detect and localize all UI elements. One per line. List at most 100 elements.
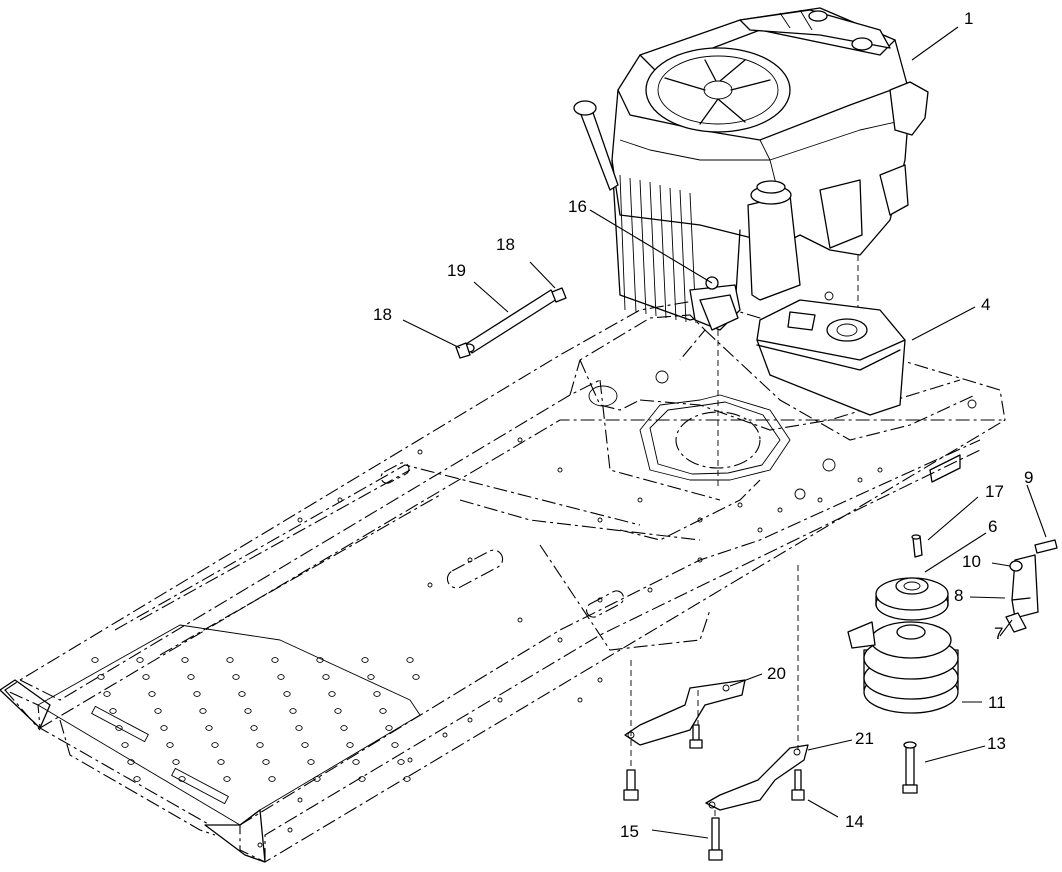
floor-hole: [109, 708, 117, 714]
floor-hole: [142, 674, 150, 680]
floor-hole: [301, 742, 309, 748]
part-19-tube: [463, 289, 558, 354]
floor-hole: [379, 708, 387, 714]
floor-hole: [136, 657, 144, 663]
floor-hole: [211, 742, 219, 748]
floor-hole: [97, 674, 105, 680]
frame-hole: [777, 507, 783, 513]
floor-hole: [346, 742, 354, 748]
floor-hole: [262, 759, 270, 765]
callout-18-upper: 18: [496, 235, 515, 254]
floor-hole: [160, 725, 168, 731]
frame-hole: [442, 732, 448, 738]
floor-hole: [244, 708, 252, 714]
callout-10: 10: [962, 552, 981, 571]
floor-hole: [127, 759, 135, 765]
callout-9: 9: [1024, 468, 1033, 487]
floor-hole: [358, 776, 366, 782]
callout-11: 11: [988, 693, 1006, 712]
frame-hole: [417, 449, 423, 455]
frame-hole: [877, 467, 883, 473]
floor-hole: [322, 674, 330, 680]
floor-hole: [217, 759, 225, 765]
frame-hole: [857, 477, 863, 483]
callout-13: 13: [987, 734, 1006, 753]
frame-holes: [257, 437, 883, 848]
floor-hole: [232, 674, 240, 680]
part-16-bracket: [699, 294, 739, 331]
callout-6: 6: [988, 517, 997, 536]
frame-hole: [597, 517, 603, 523]
floor-hole: [181, 657, 189, 663]
floor-hole: [271, 657, 279, 663]
part-18-clamp-upper: [551, 287, 567, 303]
floor-hole: [193, 691, 201, 697]
frame-hole: [737, 502, 743, 508]
frame-hole: [577, 697, 583, 703]
floor-hole: [367, 674, 375, 680]
floor-hole: [403, 776, 411, 782]
part-6-pulley: [875, 577, 949, 621]
frame-hole: [517, 617, 523, 623]
frame-hole: [497, 697, 503, 703]
part-7-key: [1005, 612, 1027, 633]
frame-hole: [297, 517, 303, 523]
floor-holes: [91, 657, 420, 782]
floor-hole: [406, 657, 414, 663]
floor-hole: [385, 725, 393, 731]
bolts-lower: [623, 565, 805, 861]
floor-hole: [178, 776, 186, 782]
floor-hole: [412, 674, 420, 680]
floor-hole: [283, 691, 291, 697]
callout-19: 19: [447, 261, 466, 280]
callout-18-lower: 18: [373, 305, 392, 324]
floor-hole: [328, 691, 336, 697]
part-9-bolt: [1034, 539, 1058, 554]
frame-hole: [597, 597, 603, 603]
floor-hole: [313, 776, 321, 782]
floor-hole: [277, 674, 285, 680]
frame-hole: [557, 467, 563, 473]
frame-hole: [337, 497, 343, 503]
floor-hole: [250, 725, 258, 731]
frame-hole: [637, 497, 643, 503]
floor-hole: [316, 657, 324, 663]
frame-hole: [427, 582, 433, 588]
floor-hole: [226, 657, 234, 663]
callout-8: 8: [954, 586, 963, 605]
part-21-bracket: [705, 744, 809, 811]
floor-hole: [199, 708, 207, 714]
frame-hole: [467, 717, 473, 723]
frame-hole: [297, 797, 303, 803]
floor-hole: [121, 742, 129, 748]
floor-hole: [91, 657, 99, 663]
frame-hole: [697, 517, 703, 523]
floor-hole: [154, 708, 162, 714]
floor-hole: [238, 691, 246, 697]
floor-hole: [115, 725, 123, 731]
floor-hole: [352, 759, 360, 765]
callout-16: 16: [568, 197, 587, 216]
part-11-clutch: [847, 621, 959, 714]
floor-hole: [256, 742, 264, 748]
part-18-clamp-lower: [455, 342, 471, 359]
floor-hole: [205, 725, 213, 731]
floor-hole: [307, 759, 315, 765]
floor-hole: [187, 674, 195, 680]
frame-hole: [517, 437, 523, 443]
leader-lines: [402, 26, 1047, 839]
frame-hole: [647, 587, 653, 593]
frame-chassis: [0, 291, 1006, 863]
callout-labels: 1 4 6 7 8 9 10 11 13 14 15 16 17 18 18 1…: [373, 9, 1033, 841]
floor-hole: [289, 708, 297, 714]
frame-hole: [467, 557, 473, 563]
frame-hole: [757, 527, 763, 533]
floor-hole: [373, 691, 381, 697]
floor-hole: [295, 725, 303, 731]
frame-hole: [697, 557, 703, 563]
callout-7: 7: [994, 624, 1003, 643]
frame-hole: [407, 757, 413, 763]
floor-hole: [361, 657, 369, 663]
frame-hole: [557, 637, 563, 643]
floor-hole: [334, 708, 342, 714]
